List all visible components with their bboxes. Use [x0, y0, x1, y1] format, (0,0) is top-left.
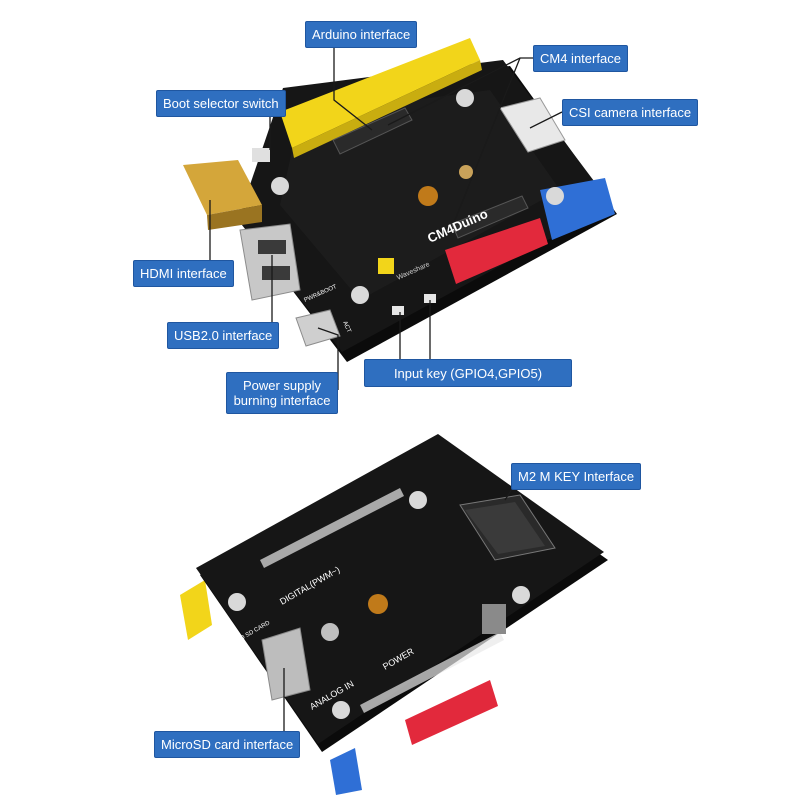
bottom-header-yellow [180, 580, 212, 640]
bottom-header-red [405, 680, 498, 745]
callout-hdmi-interface: HDMI interface [133, 260, 234, 287]
callout-power-line-1: Power supply [242, 378, 322, 393]
usb-slot-1 [258, 240, 286, 254]
csi-connector [499, 97, 566, 153]
waveshare-logo [378, 258, 394, 274]
bottom-mount-hole-4 [332, 701, 350, 719]
top-gold-standoff-2 [459, 165, 473, 179]
callout-arduino-interface: Arduino interface [305, 21, 418, 48]
callout-m2-mkey-interface: M2 M KEY Interface [511, 463, 642, 490]
arduino-header-yellow-side [292, 60, 482, 158]
usb-ports [239, 223, 301, 301]
bottom-board-assembly: DIGITAL(PWM~) POWER ANALOG IN MICRO SD C… [180, 434, 608, 795]
top-mount-hole-2 [456, 89, 474, 107]
top-mount-hole-4 [351, 286, 369, 304]
arduino-header-yellow [280, 38, 480, 148]
callout-cm4-interface: CM4 interface [533, 45, 628, 72]
bottom-gold-standoff [368, 594, 388, 614]
leader-cm4-b [454, 57, 521, 221]
bottom-header-blue [330, 748, 362, 795]
microsd-slot [261, 627, 311, 701]
top-mount-hole-1 [271, 177, 289, 195]
top-board-assembly: CM4Duino Waveshare USB PWR&BOOT ACT [183, 38, 617, 362]
top-gold-standoff [418, 186, 438, 206]
bottom-inductor [482, 604, 506, 634]
callout-usb2-interface: USB2.0 interface [167, 322, 280, 349]
bottom-pin-row-1 [260, 488, 404, 568]
hdmi-port-side [207, 205, 262, 230]
callout-microsd-card-interface: MicroSD card interface [154, 731, 301, 758]
boot-switch [252, 148, 270, 162]
input-key-2 [424, 294, 436, 303]
leader-power [317, 327, 339, 390]
bottom-screw [321, 623, 339, 641]
bottom-pin-row-2 [360, 632, 504, 713]
cm4-connector-2 [451, 195, 529, 239]
usb-silkscreen: USB [286, 301, 301, 308]
bottom-mount-hole-3 [512, 586, 530, 604]
leader-csi [529, 111, 563, 129]
input-key-1 [392, 306, 404, 315]
callout-input-key: Input key (GPIO4,GPIO5) [364, 359, 572, 387]
leader-arduino [333, 48, 373, 131]
bottom-mount-hole-1 [228, 593, 246, 611]
header-red [445, 218, 548, 284]
cm4-connector-1 [332, 107, 413, 155]
callout-csi-camera-interface: CSI camera interface [562, 99, 699, 126]
act-silkscreen: ACT [341, 320, 351, 334]
usb-slot-2 [262, 266, 290, 280]
bottom-mount-hole-2 [409, 491, 427, 509]
top-mount-hole-3 [546, 187, 564, 205]
m2-slot-inner [465, 502, 545, 554]
callout-boot-selector-switch: Boot selector switch [156, 90, 286, 117]
callout-power-supply-burning-interface: Power supply burning interface [226, 372, 338, 414]
callout-power-line-2: burning interface [233, 393, 331, 408]
hdmi-port [183, 160, 262, 215]
